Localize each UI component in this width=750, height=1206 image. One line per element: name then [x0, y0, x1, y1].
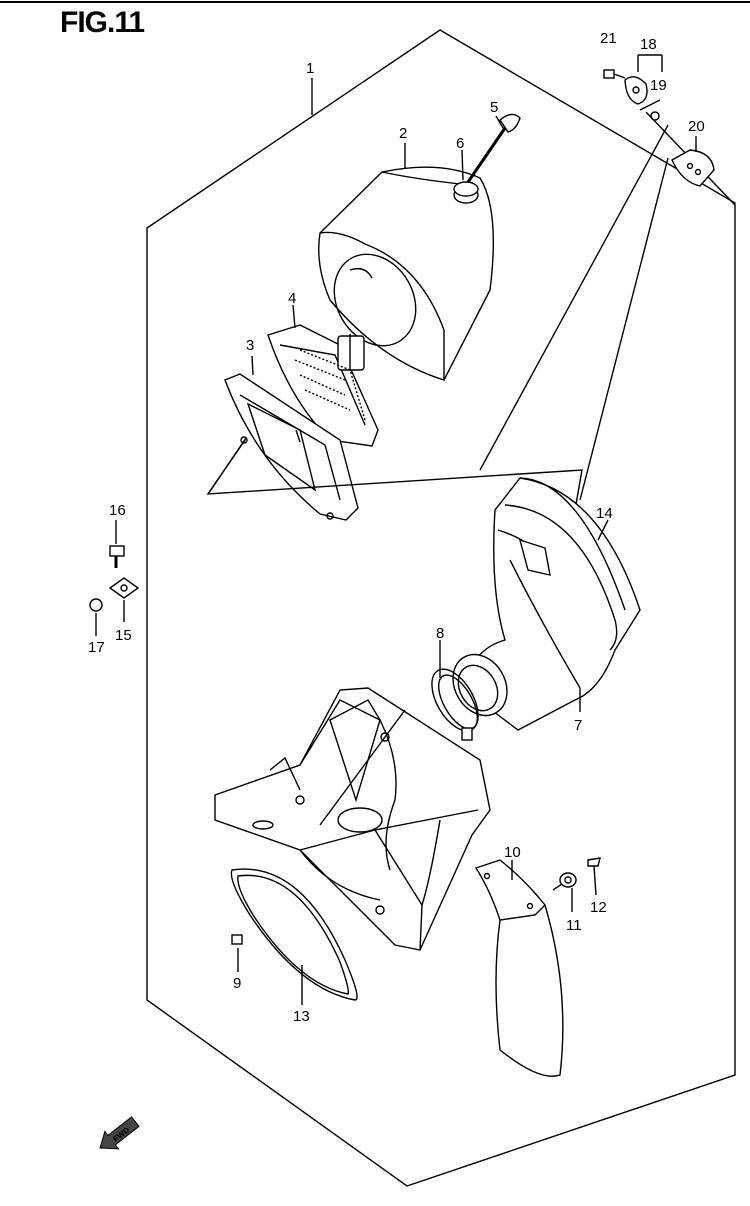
washer-11 [559, 872, 577, 888]
callout-18: 18 [640, 36, 657, 53]
callout-19: 19 [650, 77, 667, 94]
callout-21: 21 [600, 30, 617, 47]
callout-2: 2 [399, 125, 407, 142]
callout-labels: 1 2 3 4 5 6 7 8 9 10 11 12 13 14 15 16 1… [88, 30, 705, 1025]
callout-13: 13 [293, 1008, 310, 1025]
filter-holder-frame [224, 373, 359, 521]
callout-6: 6 [456, 135, 464, 152]
assembly-outline [146, 29, 736, 1187]
bolt-16 [109, 545, 125, 568]
callout-10: 10 [504, 844, 521, 861]
callout-5: 5 [490, 99, 498, 116]
gasket-plate [671, 149, 715, 187]
callout-17: 17 [88, 639, 105, 656]
callout-3: 3 [246, 337, 254, 354]
callout-20: 20 [688, 118, 705, 135]
callout-7: 7 [574, 717, 582, 734]
nut-17 [89, 598, 103, 612]
figure-title: FIG.11 [60, 6, 145, 39]
air-cleaner-case [214, 687, 491, 951]
callout-14: 14 [596, 505, 613, 522]
nut-15 [108, 577, 140, 599]
sensor-assembly [603, 69, 660, 121]
callout-1: 1 [306, 60, 314, 77]
callout-16: 16 [109, 502, 126, 519]
mud-guard [474, 859, 564, 1077]
hose-clamp [431, 668, 479, 741]
top-border-line [0, 1, 750, 3]
callout-11: 11 [566, 917, 582, 934]
callout-15: 15 [115, 627, 132, 644]
callout-4: 4 [288, 290, 296, 307]
wing-bolt [464, 113, 521, 186]
callout-9: 9 [233, 975, 241, 992]
callout-12: 12 [590, 899, 607, 916]
nut-9 [231, 934, 243, 945]
case-seal [230, 868, 358, 1001]
air-filter-element [318, 166, 495, 381]
screw-12 [587, 857, 601, 867]
callout-8: 8 [436, 625, 444, 642]
fwd-arrow-icon: FWD [99, 1116, 140, 1150]
filter-cage [267, 324, 379, 447]
intake-funnel [452, 477, 641, 731]
